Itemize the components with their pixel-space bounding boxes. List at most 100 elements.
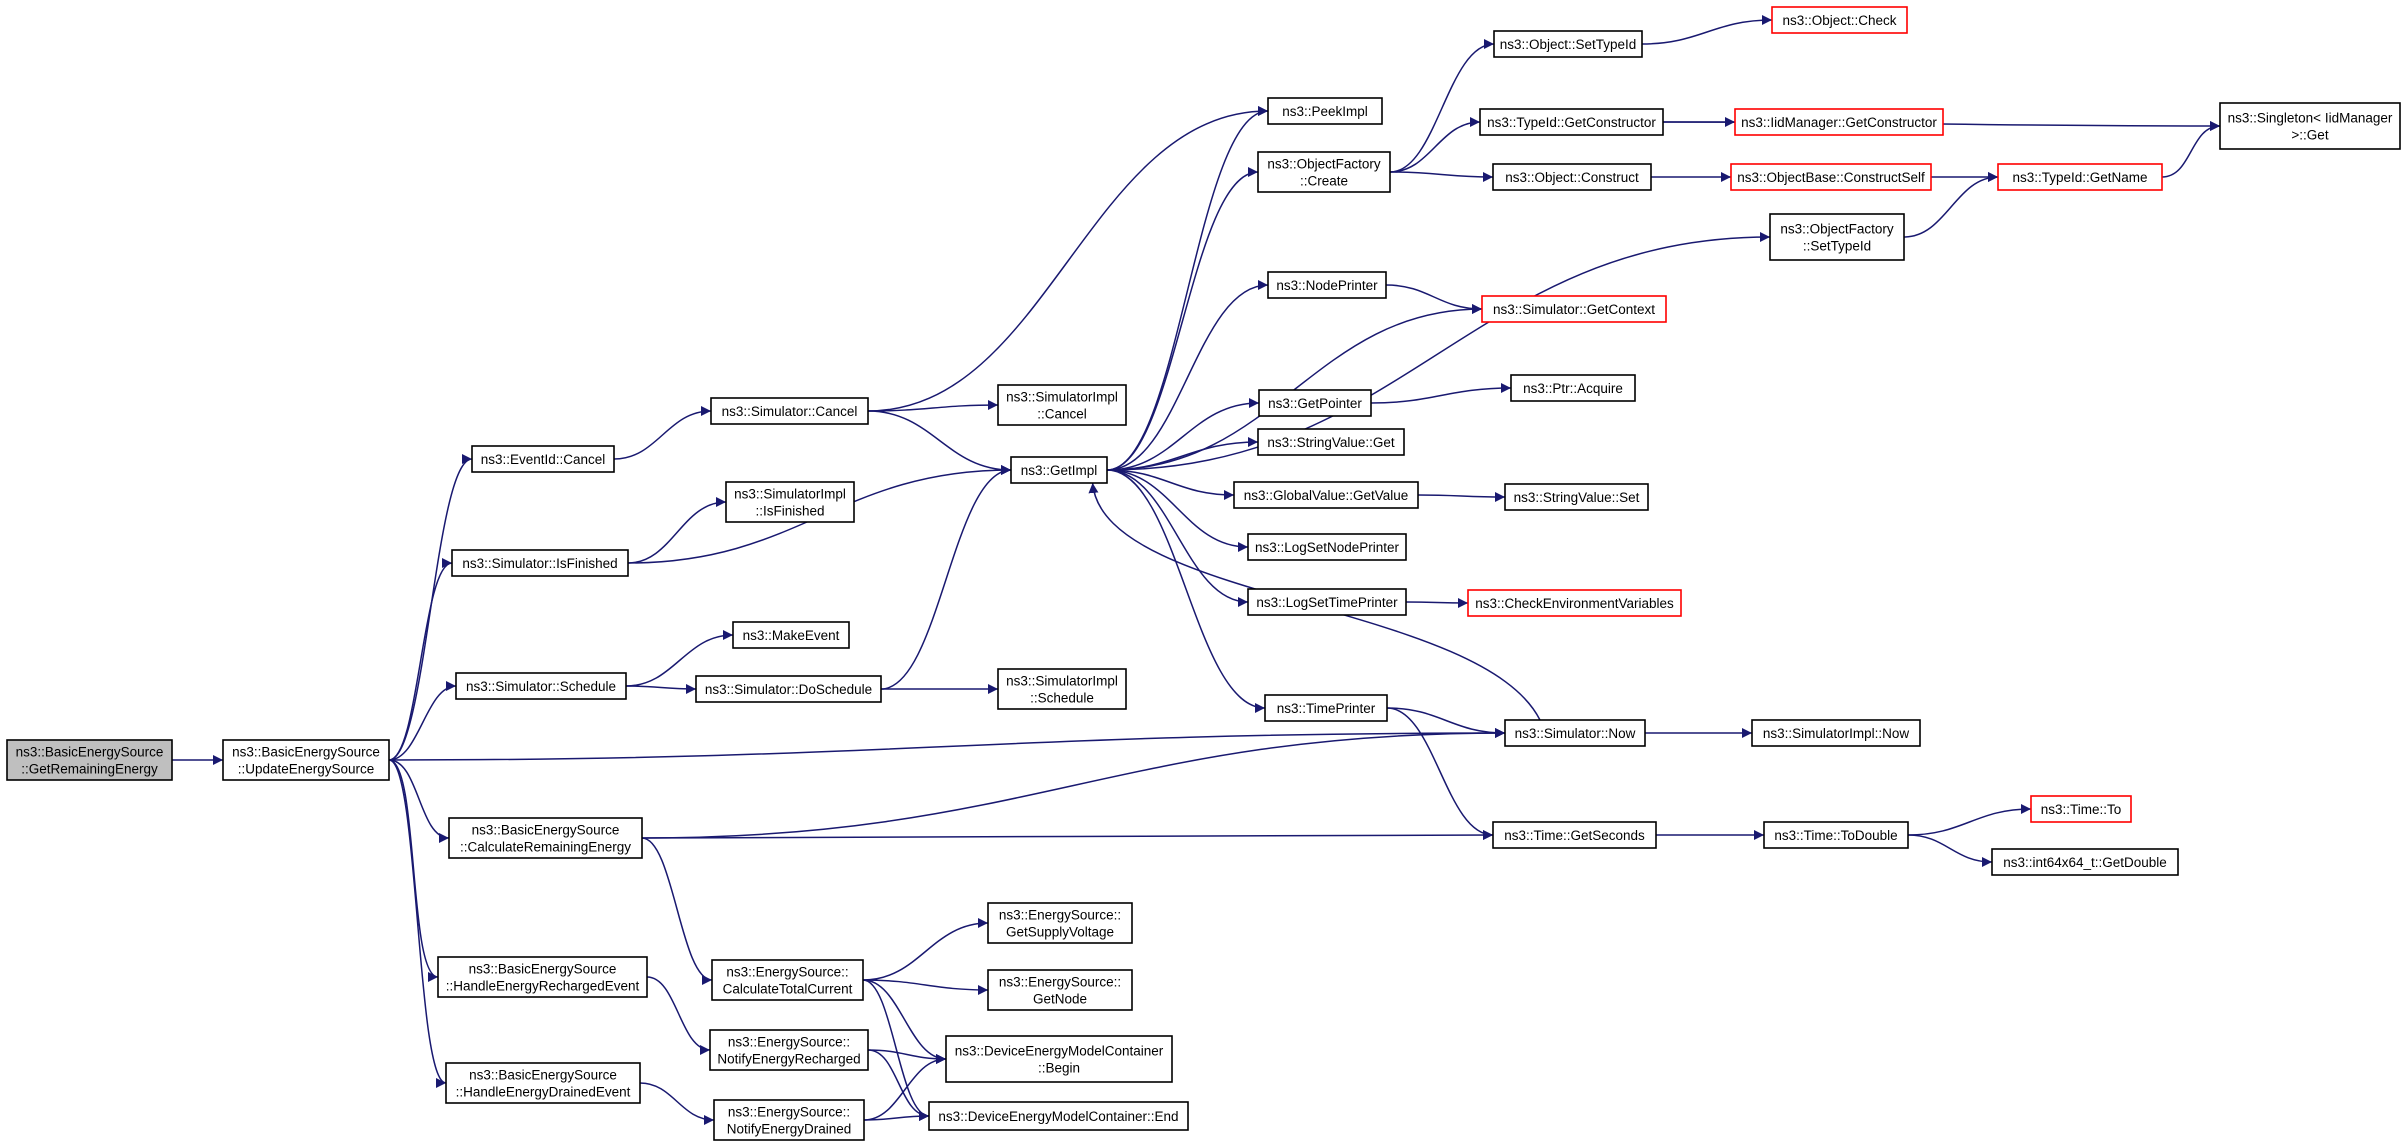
- edge-n31-n40: [1386, 707, 1506, 738]
- node-box: [471, 445, 615, 473]
- node-label: ::HandleEnergyDrainedEvent: [456, 1084, 631, 1099]
- node-box: [1010, 456, 1108, 484]
- edge-n5-n11: [625, 630, 734, 687]
- node-ns3-simulator-doschedule[interactable]: ns3::Simulator::DoSchedule: [695, 675, 882, 703]
- edge-n17-n25: [1106, 280, 1269, 471]
- node-label: ns3::MakeEvent: [743, 628, 840, 643]
- node-box: [1479, 108, 1664, 136]
- node-ns3-simulator-isfinished[interactable]: ns3::Simulator::IsFinished: [451, 549, 629, 577]
- node-ns3-basicenergysource-handleenergyrechargedevent[interactable]: ns3::BasicEnergySource::HandleEnergyRech…: [437, 956, 648, 998]
- node-ns3-object-settypeid[interactable]: ns3::Object::SetTypeId: [1493, 30, 1643, 58]
- node-ns3-singleton-iidmanager-get[interactable]: ns3::Singleton< IidManager>::Get: [2219, 102, 2401, 150]
- edge-n13-n20: [862, 979, 989, 995]
- node-label: ns3::EnergySource::: [999, 907, 1121, 922]
- node-label: ns3::EnergySource::: [999, 974, 1121, 989]
- node-ns3-basicenergysource-updateenergysource[interactable]: ns3::BasicEnergySource::UpdateEnergySour…: [222, 739, 390, 781]
- node-label: ns3::SimulatorImpl::Now: [1763, 726, 1910, 741]
- node-ns3-energysource-notifyenergyrecharged[interactable]: ns3::EnergySource::NotifyEnergyRecharged: [709, 1029, 869, 1071]
- edge-n48-n50: [1907, 834, 1993, 867]
- node-ns3-globalvalue-getvalue[interactable]: ns3::GlobalValue::GetValue: [1233, 481, 1419, 509]
- node-ns3-objectfactory-create[interactable]: ns3::ObjectFactory::Create: [1257, 151, 1391, 193]
- node-ns3-object-construct[interactable]: ns3::Object::Construct: [1492, 163, 1652, 191]
- node-ns3-iidmanager-getconstructor[interactable]: ns3::IidManager::GetConstructor: [1734, 108, 1944, 136]
- edge-n9-n23: [867, 106, 1269, 412]
- node-label: ns3::TimePrinter: [1277, 701, 1376, 716]
- node-box: [1467, 589, 1682, 617]
- node-box: [1492, 821, 1657, 849]
- node-ns3-checkenvironmentvariables[interactable]: ns3::CheckEnvironmentVariables: [1467, 589, 1682, 617]
- node-ns3-logsetnodeprinter[interactable]: ns3::LogSetNodePrinter: [1247, 533, 1407, 561]
- node-box: [987, 902, 1133, 944]
- node-ns3-simulator-cancel[interactable]: ns3::Simulator::Cancel: [710, 397, 869, 425]
- node-box: [1734, 108, 1944, 136]
- node-label: ::IsFinished: [755, 503, 824, 518]
- node-label: NotifyEnergyRecharged: [717, 1051, 860, 1066]
- node-ns3-logsettimeprinter[interactable]: ns3::LogSetTimePrinter: [1247, 588, 1407, 616]
- node-ns3-simulatorimpl-cancel[interactable]: ns3::SimulatorImpl::Cancel: [997, 384, 1127, 426]
- node-label: ns3::IidManager::GetConstructor: [1741, 115, 1937, 130]
- node-ns3-time-todouble[interactable]: ns3::Time::ToDouble: [1763, 821, 1909, 849]
- node-ns3-makeevent[interactable]: ns3::MakeEvent: [732, 621, 850, 649]
- node-box: [451, 549, 629, 577]
- node-ns3-energysource-getnode[interactable]: ns3::EnergySource::GetNode: [987, 969, 1133, 1011]
- node-ns3-basicenergysource-handleenergydrainedevent[interactable]: ns3::BasicEnergySource::HandleEnergyDrai…: [445, 1062, 641, 1104]
- node-label: ns3::Simulator::GetContext: [1493, 302, 1655, 317]
- edge-n13-n22: [862, 979, 930, 1121]
- node-ns3-stringvalue-set[interactable]: ns3::StringValue::Set: [1504, 483, 1649, 511]
- node-ns3-basicenergysource-getremainingenergy[interactable]: ns3::BasicEnergySource::GetRemainingEner…: [6, 739, 173, 781]
- node-ns3-time-to[interactable]: ns3::Time::To: [2030, 795, 2132, 823]
- edge-n17-n31: [1106, 469, 1266, 713]
- edge-n3-n9: [613, 406, 712, 460]
- node-ns3-basicenergysource-calculateremainingenergy[interactable]: ns3::BasicEnergySource::CalculateRemaini…: [448, 817, 643, 859]
- node-ns3-time-getseconds[interactable]: ns3::Time::GetSeconds: [1492, 821, 1657, 849]
- node-label: ns3::BasicEnergySource: [16, 744, 164, 759]
- node-label: ::CalculateRemainingEnergy: [460, 839, 631, 854]
- node-ns3-deviceenergymodelcontainer-begin[interactable]: ns3::DeviceEnergyModelContainer::Begin: [945, 1035, 1173, 1083]
- node-ns3-timeprinter[interactable]: ns3::TimePrinter: [1264, 694, 1388, 722]
- node-label: ns3::DeviceEnergyModelContainer::End: [938, 1109, 1178, 1124]
- node-box: [1763, 821, 1909, 849]
- node-ns3-simulator-now[interactable]: ns3::Simulator::Now: [1504, 719, 1646, 747]
- node-ns3-stringvalue-get[interactable]: ns3::StringValue::Get: [1257, 428, 1405, 456]
- node-ns3-eventid-cancel[interactable]: ns3::EventId::Cancel: [471, 445, 615, 473]
- node-box: [725, 481, 855, 523]
- node-ns3-simulator-schedule[interactable]: ns3::Simulator::Schedule: [455, 672, 627, 700]
- node-ns3-typeid-getname[interactable]: ns3::TypeId::GetName: [1997, 163, 2163, 191]
- node-ns3-energysource-getsupplyvoltage[interactable]: ns3::EnergySource::GetSupplyVoltage: [987, 902, 1133, 944]
- node-box: [1264, 694, 1388, 722]
- node-label: ns3::EnergySource::: [726, 964, 848, 979]
- node-ns3-objectfactory-settypeid[interactable]: ns3::ObjectFactory::SetTypeId: [1769, 213, 1905, 261]
- edge-n17-n29: [1106, 469, 1249, 552]
- node-ns3-simulatorimpl-now[interactable]: ns3::SimulatorImpl::Now: [1751, 719, 1921, 747]
- node-ns3-simulatorimpl-schedule[interactable]: ns3::SimulatorImpl::Schedule: [997, 668, 1127, 710]
- node-ns3-int64x64-t-getdouble[interactable]: ns3::int64x64_t::GetDouble: [1991, 848, 2179, 876]
- edge-n17-n24: [1106, 167, 1259, 471]
- edge-n24-n34: [1389, 171, 1494, 182]
- node-ns3-getpointer[interactable]: ns3::GetPointer: [1258, 389, 1372, 417]
- node-ns3-energysource-calculatetotalcurrent[interactable]: ns3::EnergySource::CalculateTotalCurrent: [711, 959, 864, 1001]
- node-ns3-nodeprinter[interactable]: ns3::NodePrinter: [1267, 271, 1387, 299]
- node-ns3-simulator-getcontext[interactable]: ns3::Simulator::GetContext: [1481, 295, 1667, 323]
- node-ns3-deviceenergymodelcontainer-end[interactable]: ns3::DeviceEnergyModelContainer::End: [928, 1101, 1189, 1131]
- node-label: ns3::Simulator::Schedule: [466, 679, 616, 694]
- edge-n5-n12: [625, 683, 697, 694]
- node-label: ns3::StringValue::Set: [1514, 490, 1640, 505]
- edge-n35-n45: [1903, 172, 1999, 238]
- node-ns3-simulatorimpl-isfinished[interactable]: ns3::SimulatorImpl::IsFinished: [725, 481, 855, 523]
- node-box: [997, 668, 1127, 710]
- node-ns3-getimpl[interactable]: ns3::GetImpl: [1010, 456, 1108, 484]
- node-box: [987, 969, 1133, 1011]
- node-box: [1771, 6, 1908, 34]
- node-label: ns3::PeekImpl: [1282, 104, 1368, 119]
- node-ns3-typeid-getconstructor[interactable]: ns3::TypeId::GetConstructor: [1479, 108, 1664, 136]
- node-label: ns3::Simulator::DoSchedule: [705, 682, 872, 697]
- node-ns3-energysource-notifyenergydrained[interactable]: ns3::EnergySource::NotifyEnergyDrained: [713, 1099, 865, 1141]
- edge-n13-n19: [862, 918, 989, 981]
- node-box: [695, 675, 882, 703]
- node-ns3-peekimpl[interactable]: ns3::PeekImpl: [1267, 97, 1383, 125]
- node-box: [1257, 151, 1391, 193]
- node-ns3-object-check[interactable]: ns3::Object::Check: [1771, 6, 1908, 34]
- edge-n32-n42: [1641, 15, 1773, 45]
- node-ns3-ptr-acquire[interactable]: ns3::Ptr::Acquire: [1510, 374, 1636, 402]
- node-ns3-objectbase-constructself[interactable]: ns3::ObjectBase::ConstructSelf: [1730, 163, 1932, 191]
